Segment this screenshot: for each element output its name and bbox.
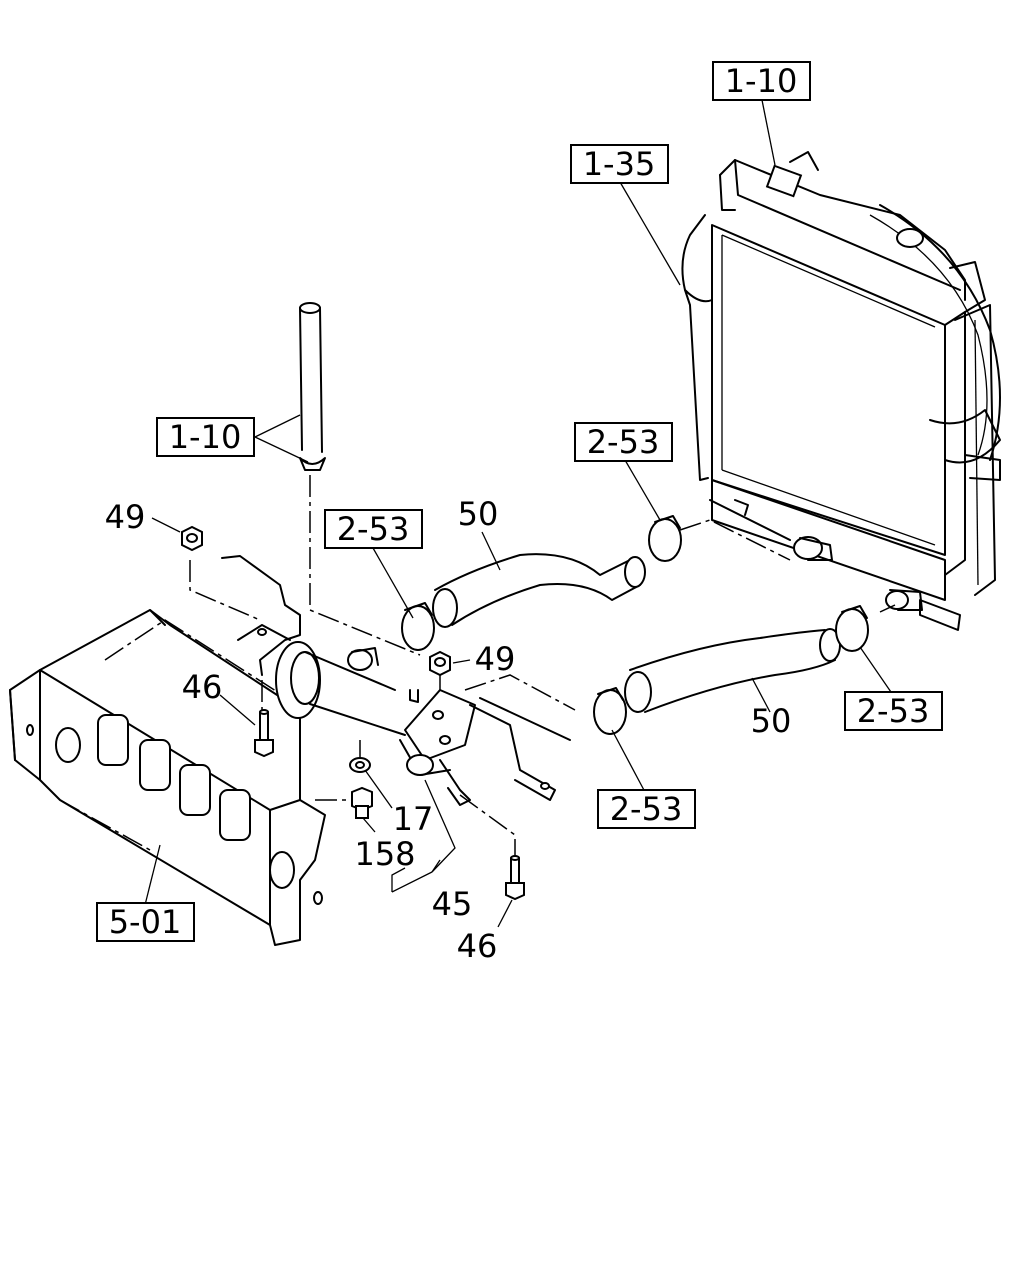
part-number-46-lower: 46 bbox=[457, 927, 498, 965]
part-number-46-left: 46 bbox=[182, 668, 223, 706]
crossmember bbox=[9, 609, 326, 946]
callout-box-2-53-right-lower: 2-53 bbox=[844, 691, 943, 731]
part-number-45: 45 bbox=[432, 885, 473, 923]
pipe-assembly bbox=[189, 555, 576, 860]
radiator bbox=[681, 151, 1001, 631]
washer-17 bbox=[349, 757, 371, 773]
bolt-46-left bbox=[254, 709, 274, 758]
svg-text:1-10: 1-10 bbox=[169, 418, 242, 456]
upper-hose bbox=[432, 519, 791, 628]
clamp-mid-lower bbox=[593, 687, 627, 735]
clamp-right-upper bbox=[648, 515, 682, 562]
callout-box-2-53-left-upper: 2-53 bbox=[324, 509, 423, 549]
callout-box-5-01: 5-01 bbox=[96, 902, 195, 942]
svg-text:1-35: 1-35 bbox=[583, 145, 656, 183]
clamp-left-upper bbox=[401, 602, 435, 651]
svg-text:2-53: 2-53 bbox=[337, 510, 410, 548]
part-number-158: 158 bbox=[354, 835, 415, 873]
part-number-17: 17 bbox=[393, 800, 434, 838]
vertical-pipe bbox=[299, 302, 421, 656]
callout-box-2-53-right-upper: 2-53 bbox=[574, 422, 673, 462]
callout-box-1-35: 1-35 bbox=[570, 144, 669, 184]
callout-box-1-10-left: 1-10 bbox=[156, 417, 255, 457]
leader-lines bbox=[144, 99, 894, 928]
part-number-50-upper: 50 bbox=[458, 495, 499, 533]
part-number-49-mid: 49 bbox=[475, 640, 516, 678]
svg-text:2-53: 2-53 bbox=[610, 790, 683, 828]
clamp-right-lower bbox=[835, 605, 869, 652]
nut-49-left bbox=[181, 525, 203, 552]
svg-text:5-01: 5-01 bbox=[109, 903, 182, 941]
part-number-49-left: 49 bbox=[105, 498, 146, 536]
svg-text:2-53: 2-53 bbox=[857, 692, 930, 730]
callout-box-2-53-mid-lower: 2-53 bbox=[597, 789, 696, 829]
part-number-50-lower: 50 bbox=[751, 702, 792, 740]
callout-box-1-10-top: 1-10 bbox=[712, 61, 811, 101]
svg-text:2-53: 2-53 bbox=[587, 423, 660, 461]
nut-49-mid bbox=[429, 650, 451, 677]
bolt-158 bbox=[351, 786, 373, 819]
bolt-46-lower bbox=[505, 855, 525, 901]
svg-text:1-10: 1-10 bbox=[725, 62, 798, 100]
